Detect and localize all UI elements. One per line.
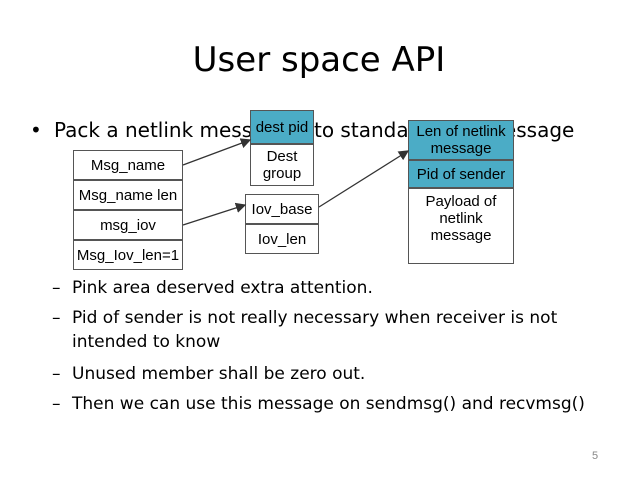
- sub-bullet-3: – Unused member shall be zero out.: [52, 362, 592, 386]
- msg-name-len-box: Msg_name len: [73, 180, 183, 210]
- sub-bullet-1: – Pink area deserved extra attention.: [52, 276, 592, 300]
- slide-title: User space API: [192, 40, 446, 80]
- dash-marker: –: [52, 364, 61, 384]
- dash-marker: –: [52, 308, 61, 328]
- sub-bullet-text: Pink area deserved extra attention.: [72, 278, 373, 298]
- payload-box: Payload of netlink message: [408, 188, 514, 264]
- bullet-marker: •: [30, 118, 42, 142]
- pid-of-sender-box: Pid of sender: [408, 160, 514, 188]
- dest-group-box: Dest group: [250, 144, 314, 186]
- sub-bullet-text: Pid of sender is not really necessary wh…: [72, 308, 558, 352]
- arrow-msg-iov-to-iovec: [182, 202, 247, 226]
- sub-bullet-text: Unused member shall be zero out.: [72, 364, 366, 384]
- msg-iov-box: msg_iov: [73, 210, 183, 240]
- slide-number: 5: [592, 450, 599, 462]
- sub-bullet-2: – Pid of sender is not really necessary …: [52, 306, 592, 354]
- iov-len-box: Iov_len: [245, 224, 319, 254]
- arrow-msg-name-to-sockaddr: [182, 138, 252, 166]
- msg-iov-len-box: Msg_Iov_len=1: [73, 240, 183, 270]
- dest-pid-box: dest pid: [250, 110, 314, 144]
- sub-bullet-text: Then we can use this message on sendmsg(…: [72, 394, 585, 414]
- sub-bullet-4: – Then we can use this message on sendms…: [52, 392, 612, 416]
- iov-base-box: Iov_base: [245, 194, 319, 224]
- netlink-len-box: Len of netlink message: [408, 120, 514, 160]
- dash-marker: –: [52, 278, 61, 298]
- dash-marker: –: [52, 394, 61, 414]
- arrow-iov-base-to-netlink: [318, 150, 410, 208]
- msg-name-box: Msg_name: [73, 150, 183, 180]
